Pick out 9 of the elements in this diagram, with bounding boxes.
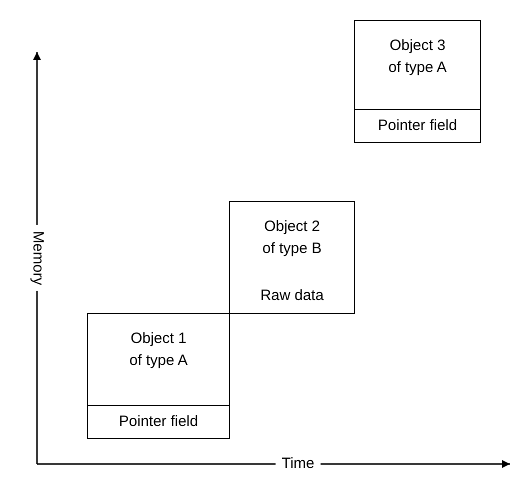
- pointer-field: Pointer field: [88, 405, 229, 438]
- object-box: [87, 313, 230, 439]
- object-title: Object 1 of type A: [128, 329, 189, 371]
- object-title: Object 3 of type A: [387, 36, 448, 78]
- pointer-field: Pointer field: [355, 109, 480, 142]
- object-box: [229, 201, 355, 314]
- object-box: [354, 20, 481, 143]
- object-content: Raw data: [260, 286, 324, 306]
- object-title: Object 2 of type B: [261, 217, 323, 259]
